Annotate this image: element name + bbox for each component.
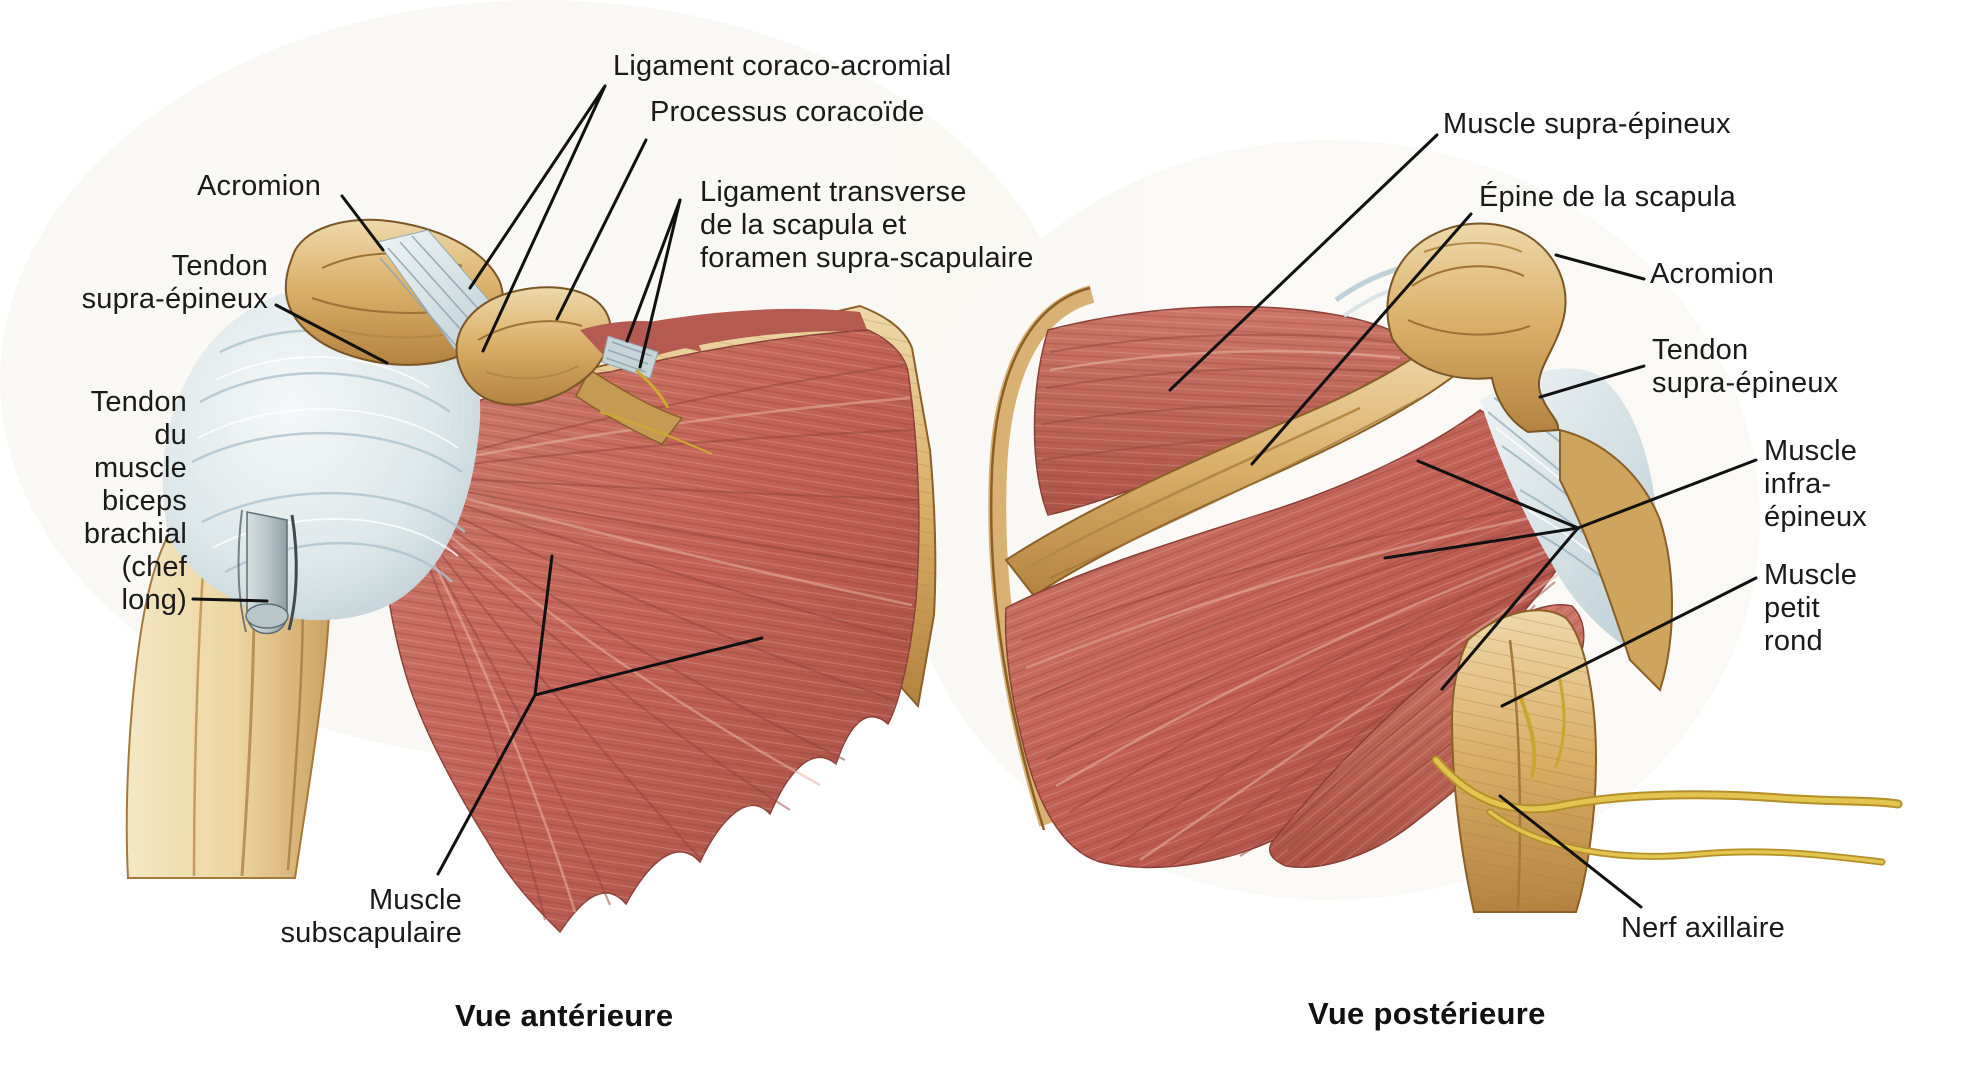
axillary-nerve-icon xyxy=(1431,678,1903,866)
label-muscle-subscapulaire: Muscle subscapulaire xyxy=(280,884,462,949)
leader-lines-posterior xyxy=(1168,133,1758,909)
label-acromion-posterior: Acromion xyxy=(1650,258,1775,290)
suprascapular-nerve-icon xyxy=(599,368,713,455)
leader-lines-anterior xyxy=(191,84,764,876)
label-tendon-supra-epineux-posterior: Tendon supra-épineux xyxy=(1652,334,1839,399)
anterior-panel xyxy=(125,84,937,933)
label-muscle-petit-rond: Muscle petit rond xyxy=(1764,559,1858,657)
label-nerf-axillaire: Nerf axillaire xyxy=(1621,912,1785,944)
label-acromion-anterior: Acromion xyxy=(197,170,322,202)
caption-vue-posterieure: Vue postérieure xyxy=(1308,996,1546,1031)
biceps-tendon xyxy=(237,509,298,635)
label-processus-coracoide: Processus coracoïde xyxy=(650,96,925,128)
label-muscle-supra-epineux: Muscle supra-épineux xyxy=(1443,108,1731,140)
subscapularis-muscle xyxy=(381,329,920,933)
label-epine-scapula: Épine de la scapula xyxy=(1479,181,1736,213)
label-tendon-supra-epineux-anterior: Tendon supra-épineux xyxy=(81,250,268,315)
label-ligament-transverse: Ligament transverse de la scapula et for… xyxy=(700,176,1034,274)
caption-vue-anterieure: Vue antérieure xyxy=(455,998,674,1033)
posterior-panel xyxy=(988,133,1903,913)
supraspinatus-sliver xyxy=(608,308,868,364)
coracoid-process xyxy=(455,286,684,445)
transverse-ligament xyxy=(580,321,702,379)
label-muscle-infra-epineux: Muscle infra- épineux xyxy=(1764,435,1867,533)
label-tendon-biceps: Tendon du muscle biceps brachial (chef l… xyxy=(83,386,187,616)
acromion-bone-posterior xyxy=(1334,222,1567,434)
label-ligament-coraco-acromial: Ligament coraco-acromial xyxy=(613,50,952,82)
